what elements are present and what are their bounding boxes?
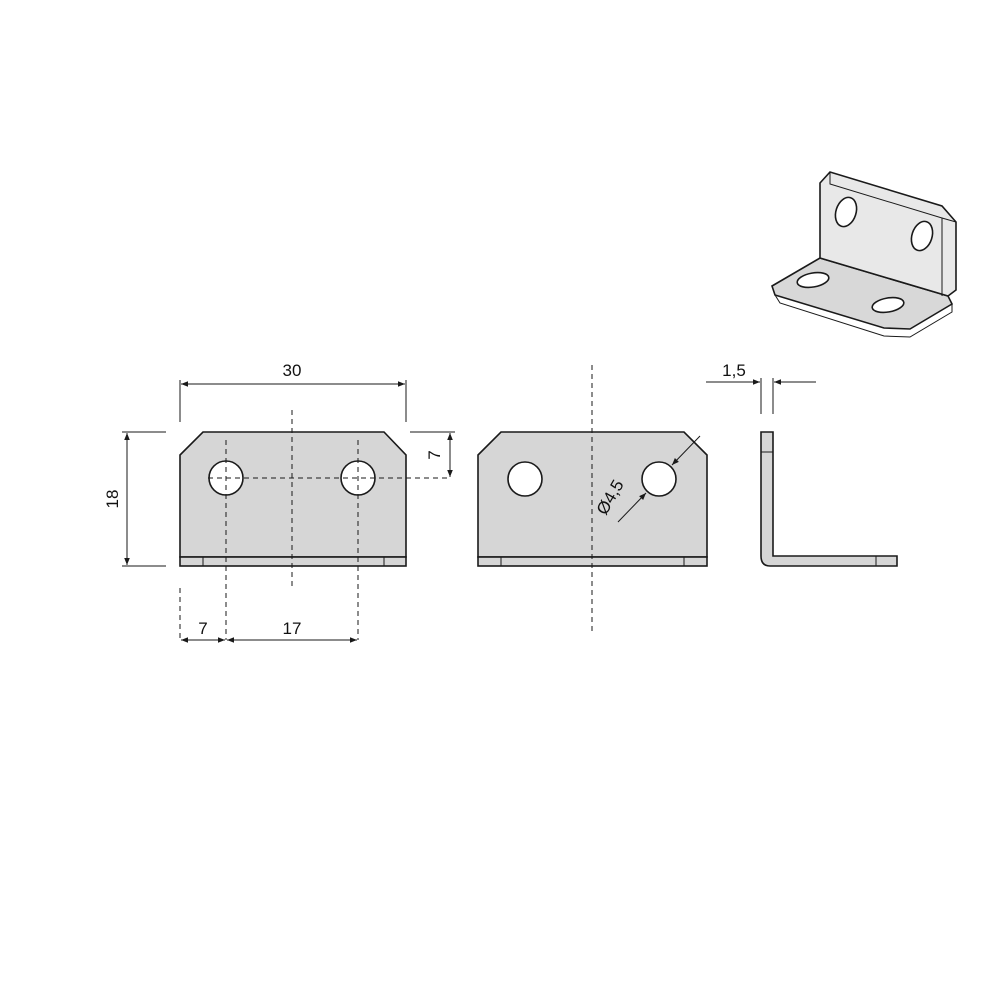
front-view-base-strip [179,556,407,567]
hole-spacing-dimension-label: 17 [283,619,302,638]
iso-hole-upper-right [910,220,934,252]
iso-hole-lower-left [796,271,830,289]
diameter-leader-upper [671,435,701,466]
front-view-plate [179,431,407,558]
width-dimension-label: 30 [283,361,302,380]
side-view-profile [760,431,898,567]
hole-offset-dimension-label: 7 [425,450,444,459]
isometric-view [771,171,957,338]
rear-hole-left [507,461,543,497]
thickness-dimension-label: 1,5 [722,361,746,380]
side-view: 1,5 [706,361,898,567]
height-dimension-label: 18 [103,490,122,509]
rear-view: Ø4,5 [477,365,708,635]
diameter-leader-lower [617,492,647,523]
iso-hole-upper-left [834,196,858,228]
edge-offset-dimension-label: 7 [198,619,207,638]
iso-hole-lower-right [871,296,905,314]
front-view: 30 18 7 7 17 [103,361,455,643]
rear-hole-right [641,461,677,497]
